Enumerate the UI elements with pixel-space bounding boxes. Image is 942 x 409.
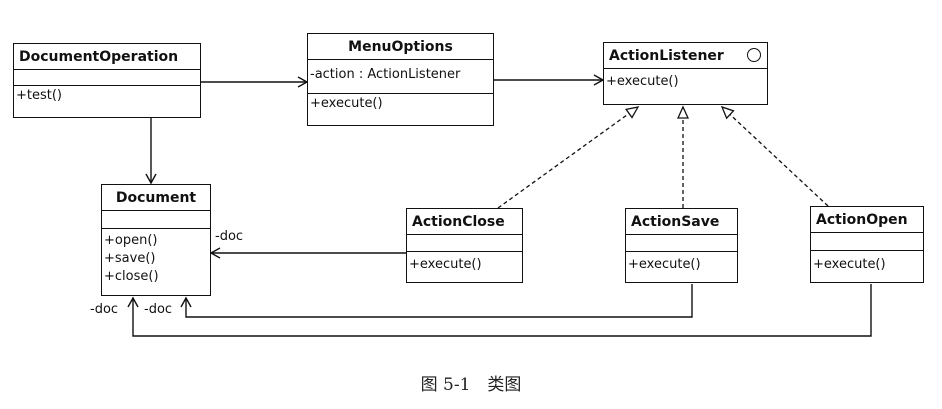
interface-circle-icon (747, 48, 761, 62)
operation: +save() (104, 251, 156, 266)
class-operations: +open() +save() +close() (102, 229, 210, 286)
class-attributes (811, 233, 923, 251)
class-menu-options: MenuOptions -action : ActionListener +ex… (307, 33, 494, 126)
class-action-open: ActionOpen +execute() (810, 206, 924, 283)
class-name: Document (102, 185, 210, 211)
class-name: MenuOptions (308, 34, 493, 60)
class-operations: +execute() (811, 251, 923, 274)
operation: +open() (104, 233, 158, 248)
attribute: -action : ActionListener (310, 67, 461, 82)
operation: +execute() (813, 257, 886, 272)
class-action-listener: ActionListener +execute() (603, 42, 768, 105)
edge-label-open-doc: -doc (90, 302, 119, 317)
class-name: ActionListener (604, 43, 767, 69)
class-attributes (14, 70, 200, 86)
operation: +execute() (409, 257, 482, 272)
edge-label-close-doc: -doc (215, 229, 244, 244)
class-name: ActionOpen (811, 207, 923, 233)
assoc-actionsave-to-document (180, 284, 693, 318)
class-attributes (407, 235, 522, 252)
class-name-text: ActionListener (609, 48, 724, 64)
class-name: ActionClose (407, 209, 522, 235)
class-action-save: ActionSave +execute() (625, 208, 738, 283)
operation: +execute() (606, 74, 679, 89)
class-operations: +test() (14, 86, 200, 105)
figure-caption: 图 5-1 类图 (420, 375, 522, 395)
assoc-actionopen-to-document (127, 284, 872, 337)
operation: +execute() (628, 257, 701, 272)
operation: +execute() (310, 96, 383, 111)
class-name: ActionSave (626, 209, 737, 235)
class-attributes (626, 235, 737, 252)
class-operations: +execute() (407, 252, 522, 274)
class-attributes: -action : ActionListener (308, 60, 493, 94)
edge-label-save-doc: -doc (144, 302, 173, 317)
class-operations: +execute() (626, 252, 737, 274)
class-name: DocumentOperation (14, 44, 200, 70)
class-operations: +execute() (604, 69, 767, 91)
class-document: Document +open() +save() +close() (101, 184, 211, 296)
class-attributes (102, 211, 210, 229)
class-action-close: ActionClose +execute() (406, 208, 523, 283)
operation: +test() (16, 88, 63, 103)
operation: +close() (104, 269, 159, 284)
class-operations: +execute() (308, 94, 493, 113)
class-document-operation: DocumentOperation +test() (13, 43, 201, 118)
realize-actionclose (497, 106, 640, 209)
realize-actionopen (720, 105, 829, 207)
